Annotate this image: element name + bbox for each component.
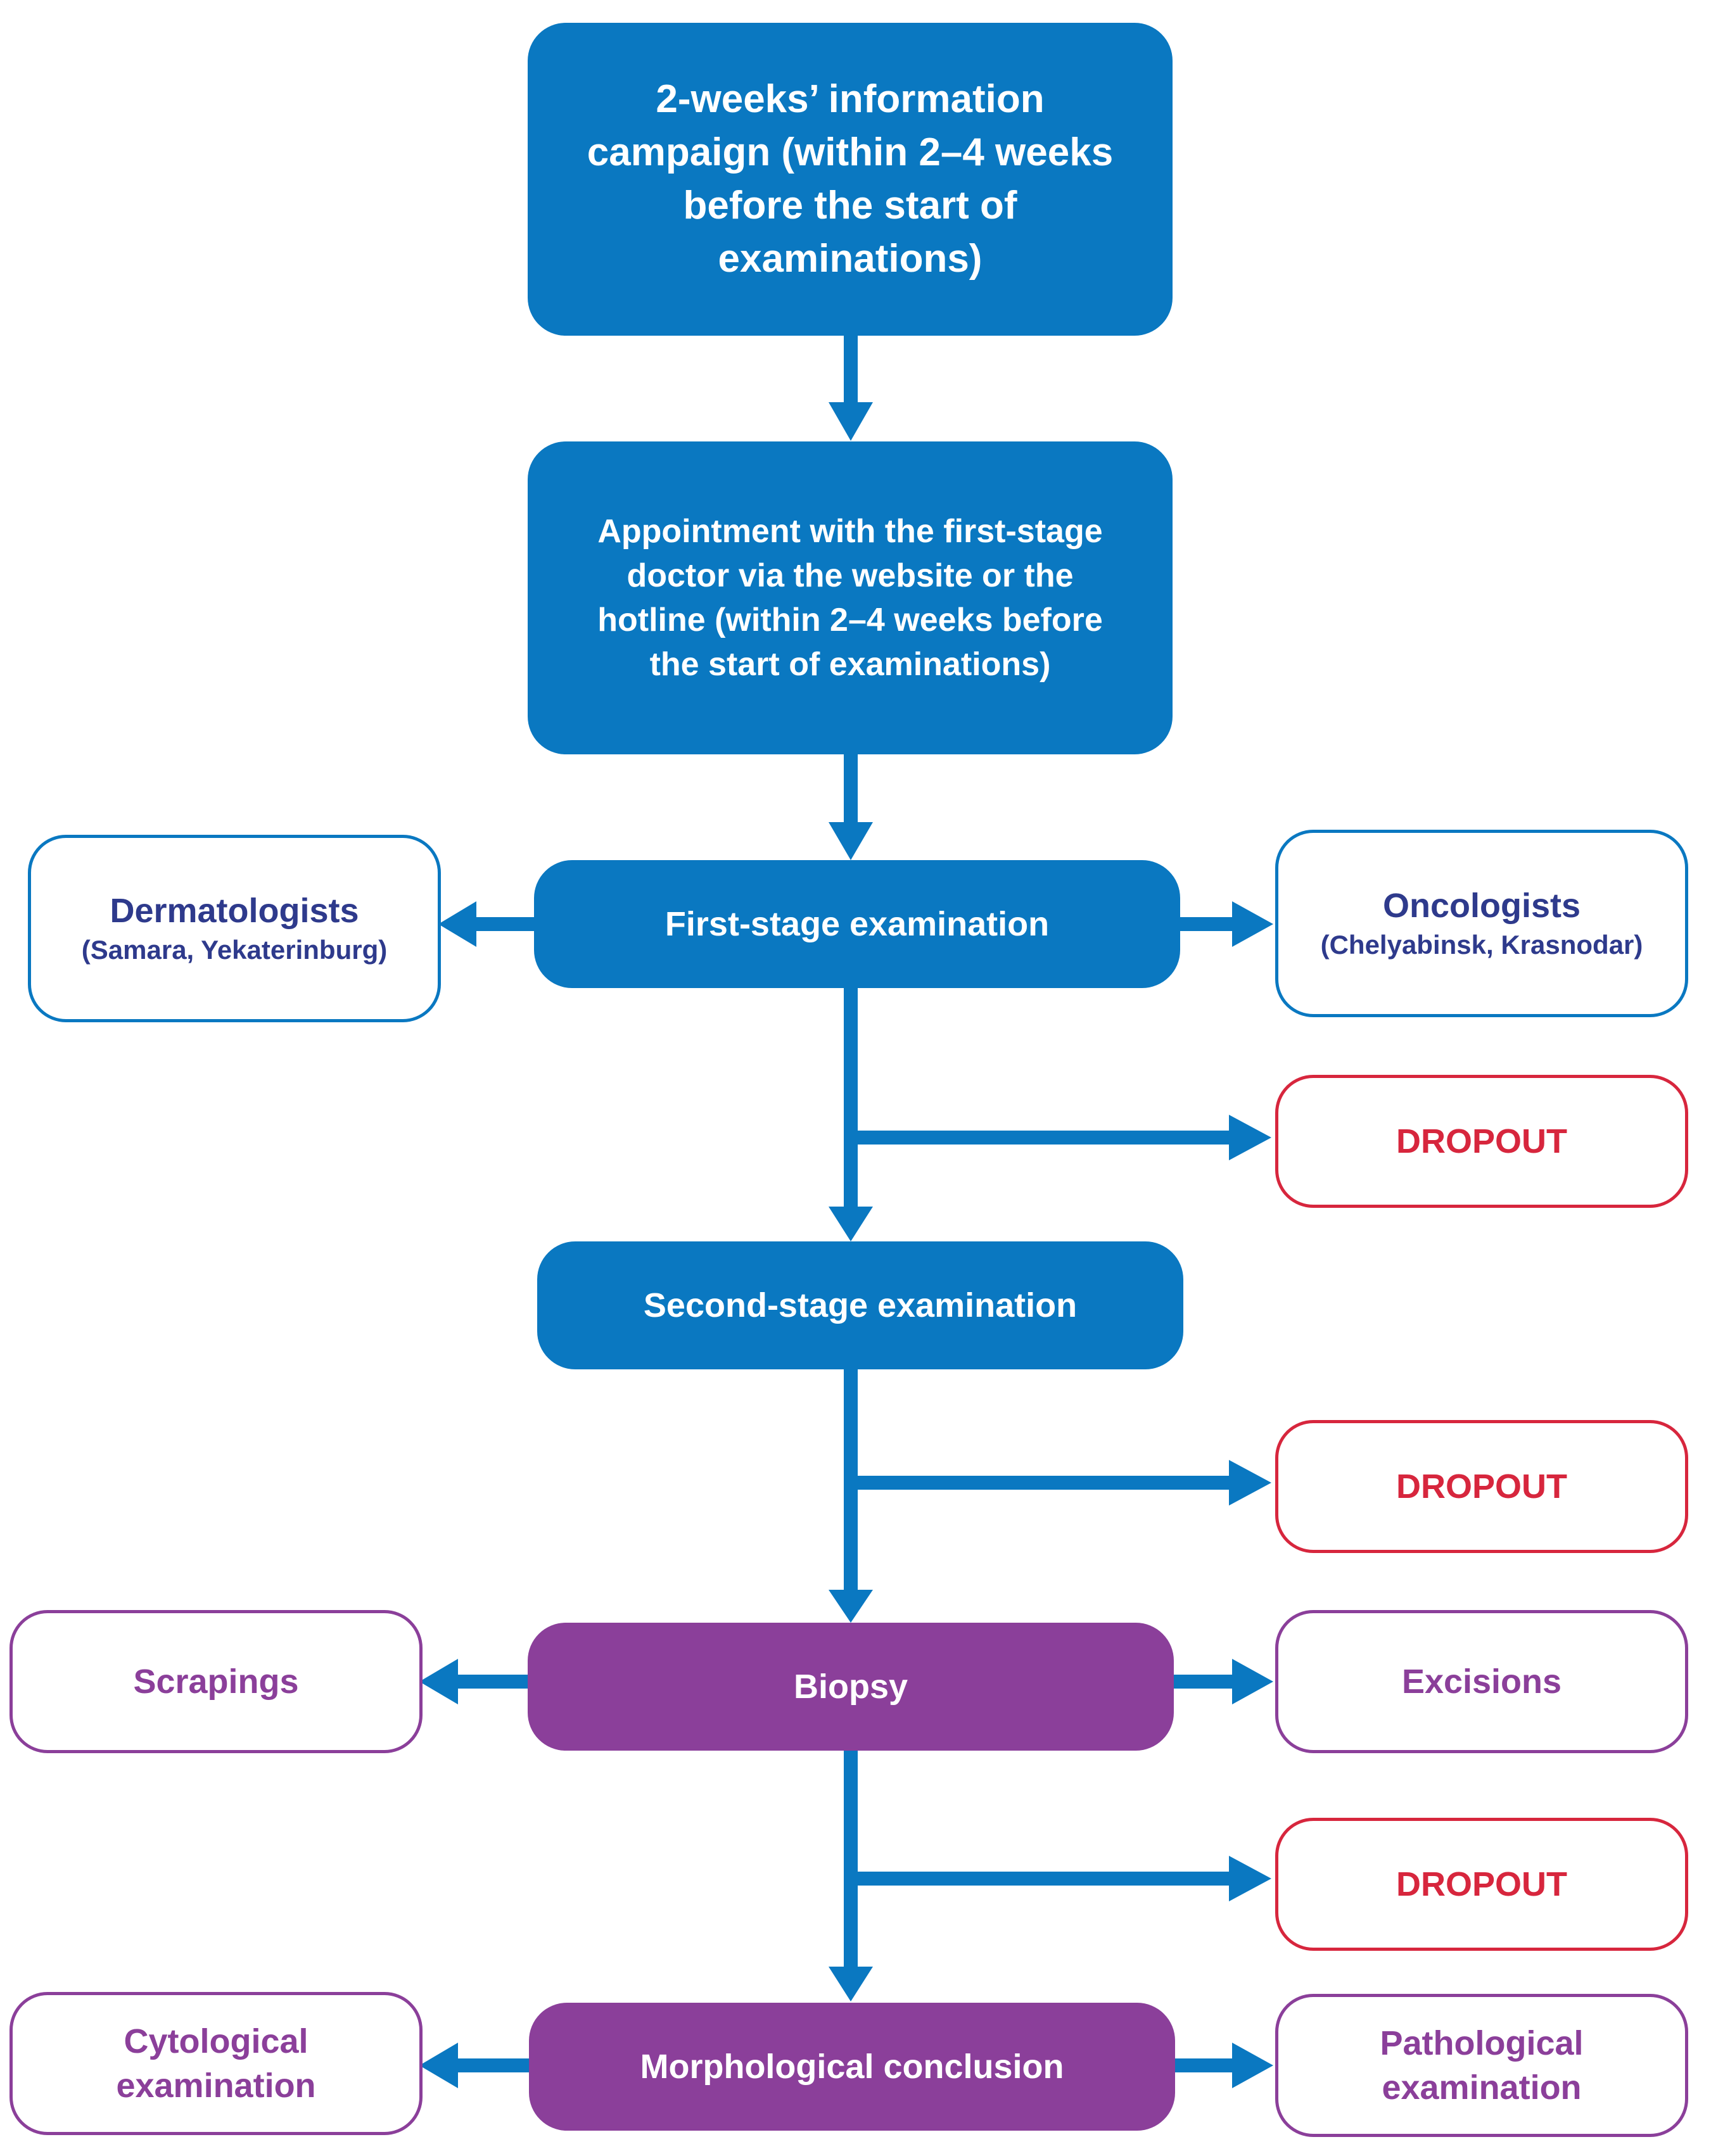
arrow-branch-dropout-2: [858, 1476, 1231, 1490]
arrowhead-excisions: [1232, 1659, 1273, 1704]
oncologists-subtitle: (Chelyabinsk, Krasnodar): [1320, 930, 1643, 960]
excisions-box: Excisions: [1275, 1610, 1688, 1753]
arrow-first-stage-to-oncologists: [1180, 917, 1235, 931]
arrow-first-to-second-stage: [844, 985, 858, 1208]
arrowhead-pathological: [1232, 2043, 1273, 2088]
arrowhead-biopsy: [829, 1590, 873, 1623]
arrowhead-dermatologists: [438, 901, 476, 947]
dermatologists-subtitle: (Samara, Yekaterinburg): [81, 935, 388, 965]
arrowhead-oncologists: [1232, 901, 1273, 947]
arrowhead-first-stage: [829, 822, 873, 860]
pathological-text: Pathological examination: [1380, 2024, 1584, 2107]
scrapings-box: Scrapings: [10, 1610, 423, 1753]
dropout-text-3: DROPOUT: [1396, 1865, 1567, 1903]
arrow-morphological-to-pathological: [1172, 2058, 1234, 2072]
arrowhead-dropout-1: [1229, 1115, 1271, 1160]
arrowhead-cytological: [419, 2043, 458, 2088]
biopsy-box: Biopsy: [528, 1623, 1174, 1751]
arrowhead-dropout-2: [1229, 1460, 1271, 1506]
scrapings-text: Scrapings: [133, 1663, 299, 1701]
first-stage-box: First-stage examination: [534, 860, 1180, 988]
dermatologists-box: Dermatologists (Samara, Yekaterinburg): [28, 835, 441, 1022]
info-campaign-box: 2-weeks’ information campaign (within 2–…: [528, 23, 1173, 336]
second-stage-box: Second-stage examination: [537, 1241, 1183, 1369]
oncologists-box: Oncologists (Chelyabinsk, Krasnodar): [1275, 830, 1688, 1017]
arrowhead-appointment: [829, 402, 873, 441]
appointment-box: Appointment with the first-stage doctor …: [528, 441, 1173, 754]
arrow-branch-dropout-1: [858, 1131, 1231, 1145]
dermatologists-title: Dermatologists: [110, 892, 359, 930]
dropout-text-1: DROPOUT: [1396, 1122, 1567, 1160]
arrow-biopsy-to-scrapings: [453, 1675, 529, 1689]
arrow-appointment-to-first-stage: [844, 754, 858, 825]
arrowhead-dropout-3: [1229, 1856, 1271, 1901]
cytological-text: Cytological examination: [116, 2022, 316, 2105]
appointment-text: Appointment with the first-stage doctor …: [597, 513, 1103, 683]
arrow-info-to-appointment: [844, 334, 858, 404]
arrow-first-stage-to-dermatologists: [472, 917, 537, 931]
arrow-biopsy-to-excisions: [1171, 1675, 1234, 1689]
dropout-box-3: DROPOUT: [1275, 1818, 1688, 1951]
dropout-box-2: DROPOUT: [1275, 1420, 1688, 1553]
arrow-morphological-to-cytological: [453, 2058, 530, 2072]
second-stage-text: Second-stage examination: [643, 1286, 1078, 1324]
morphological-box: Morphological conclusion: [529, 2003, 1175, 2131]
arrow-branch-dropout-3: [858, 1872, 1231, 1886]
dropout-text-2: DROPOUT: [1396, 1468, 1567, 1506]
info-campaign-text: 2-weeks’ information campaign (within 2–…: [587, 77, 1114, 281]
pathological-box: Pathological examination: [1275, 1994, 1688, 2137]
arrowhead-morphological: [829, 1967, 873, 2001]
morphological-text: Morphological conclusion: [640, 2048, 1064, 2086]
excisions-text: Excisions: [1401, 1663, 1562, 1701]
arrowhead-second-stage: [829, 1207, 873, 1241]
first-stage-text: First-stage examination: [665, 905, 1050, 943]
arrow-second-stage-to-biopsy: [844, 1365, 858, 1593]
oncologists-title: Oncologists: [1382, 887, 1581, 925]
biopsy-text: Biopsy: [793, 1668, 908, 1706]
arrow-biopsy-to-morphological: [844, 1745, 858, 1970]
arrowhead-scrapings: [419, 1659, 458, 1704]
cytological-box: Cytological examination: [10, 1992, 423, 2135]
dropout-box-1: DROPOUT: [1275, 1075, 1688, 1208]
